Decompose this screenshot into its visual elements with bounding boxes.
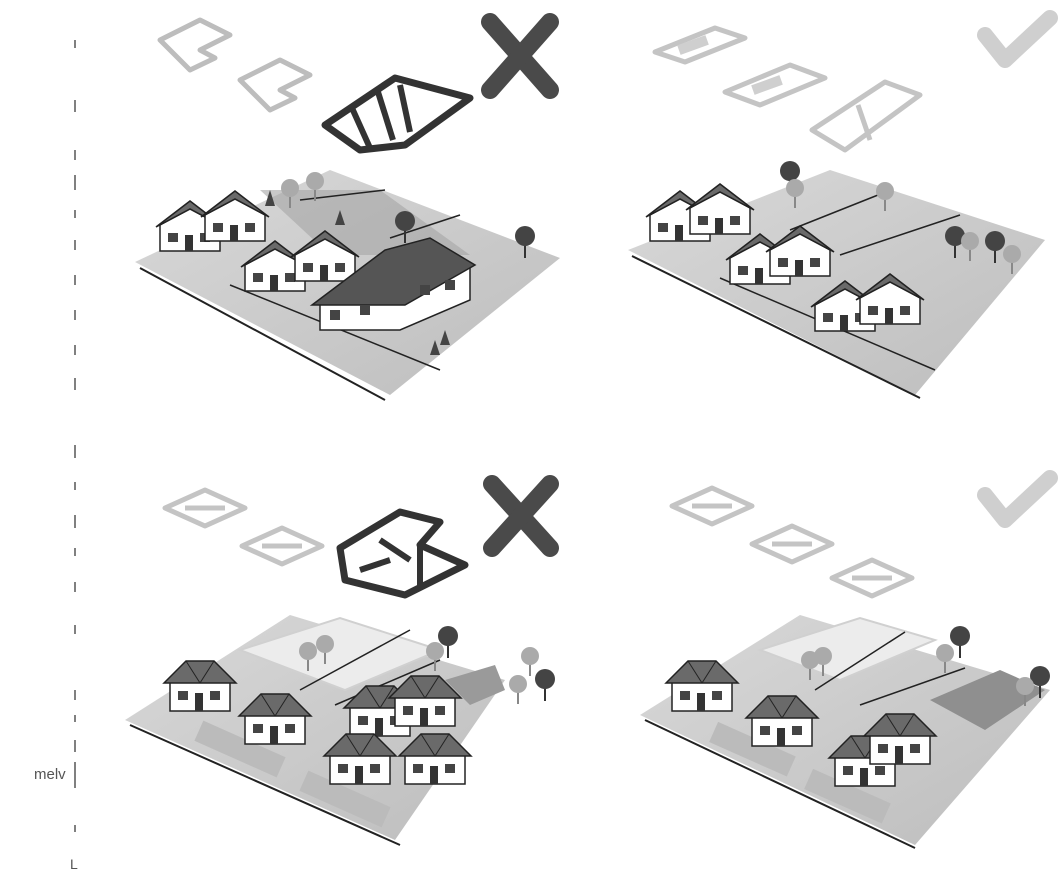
roof-outline-2 xyxy=(725,65,825,105)
roof-outline-1 xyxy=(655,28,745,62)
roof-outline-1 xyxy=(672,488,752,524)
panel-top-left xyxy=(135,20,560,400)
roof-outline-2 xyxy=(242,528,322,564)
roof-outline-3 xyxy=(812,82,920,150)
roof-outline-3 xyxy=(832,560,912,596)
cross-icon xyxy=(492,484,550,548)
roof-outline-1 xyxy=(165,490,245,526)
roof-outline-1 xyxy=(160,20,230,70)
cross-icon xyxy=(490,22,550,90)
check-icon xyxy=(985,18,1050,60)
house-1b xyxy=(201,191,269,241)
roof-outline-mismatch xyxy=(340,512,465,595)
roof-outline-2 xyxy=(752,526,832,562)
panel-top-right xyxy=(628,18,1050,398)
margin-mark: L xyxy=(70,856,78,872)
roof-outline-2 xyxy=(240,60,310,110)
panel-bottom-right xyxy=(640,478,1050,848)
margin-label: melv xyxy=(34,766,66,783)
roof-outline-mismatch xyxy=(325,78,470,150)
check-icon xyxy=(985,478,1050,520)
house-1b xyxy=(686,184,754,234)
panel-bottom-left xyxy=(125,484,555,845)
